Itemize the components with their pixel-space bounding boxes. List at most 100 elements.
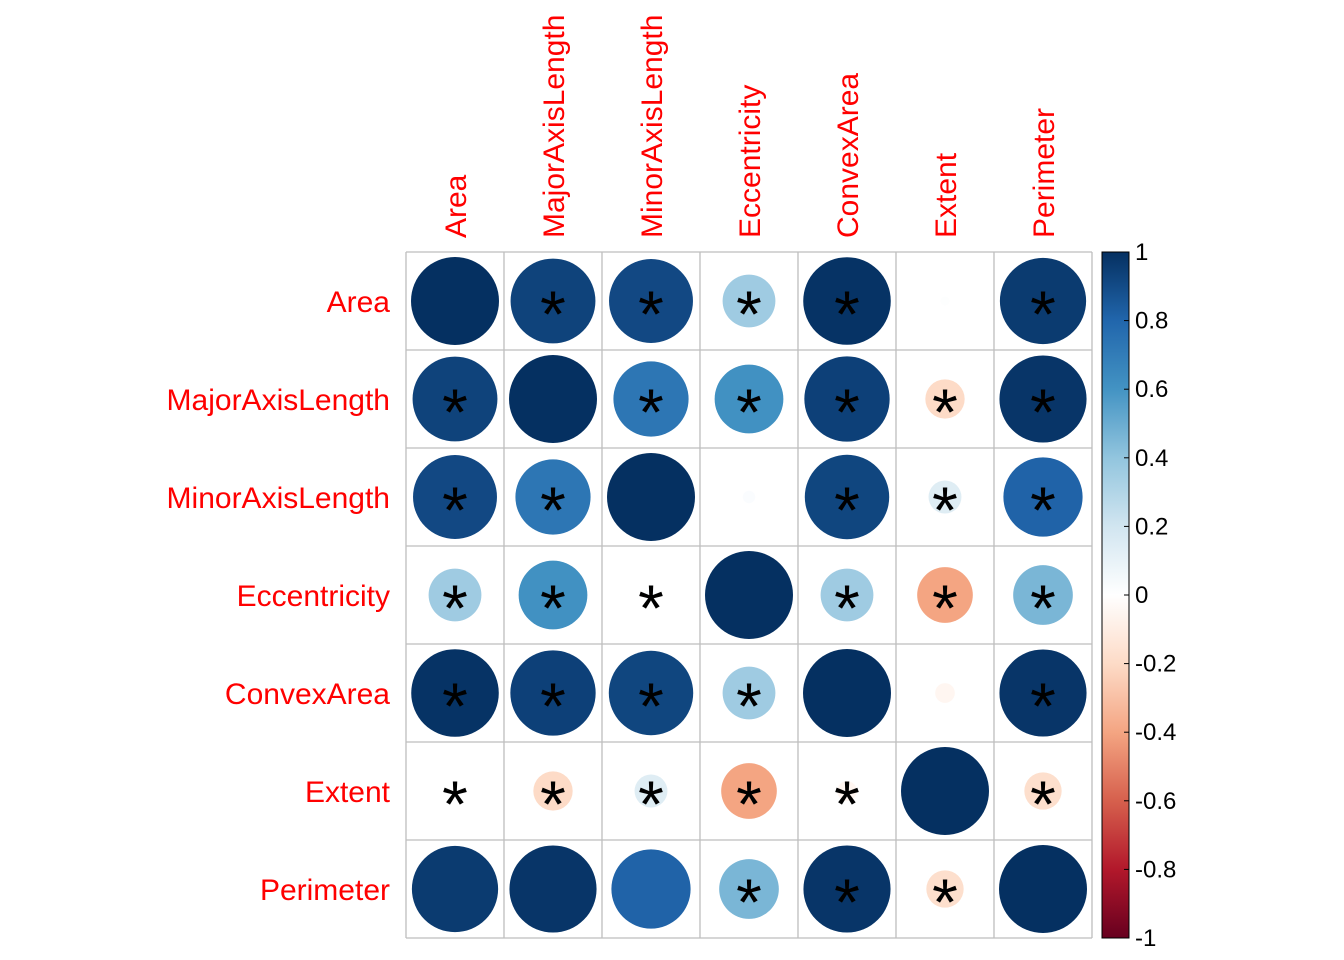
significance-star: * <box>1030 277 1056 351</box>
row-label: Area <box>327 286 391 319</box>
significance-star: * <box>442 669 468 743</box>
significance-star: * <box>442 375 468 449</box>
correlation-circle <box>917 567 973 623</box>
significance-star: * <box>1030 375 1056 449</box>
correlation-circle <box>925 379 965 419</box>
significance-star: * <box>932 571 958 645</box>
significance-star: * <box>442 473 468 547</box>
correlation-circle <box>509 845 597 933</box>
correlation-circle <box>613 361 689 437</box>
significance-star: * <box>540 473 566 547</box>
correlation-circle <box>411 257 499 345</box>
correlation-circle <box>515 459 591 535</box>
correlation-circle <box>412 356 498 442</box>
significance-stars: ************************************ <box>442 277 1056 939</box>
correlation-circle <box>428 568 482 622</box>
correlation-circle <box>999 845 1087 933</box>
column-label: MajorAxisLength <box>538 15 571 238</box>
correlation-circle <box>804 356 890 442</box>
row-label: Eccentricity <box>237 580 390 613</box>
correlation-circle <box>1003 457 1083 537</box>
correlation-circle <box>608 650 694 736</box>
colorbar-tick-label: 0.2 <box>1135 513 1168 540</box>
significance-star: * <box>1030 473 1056 547</box>
correlation-circle <box>742 490 756 504</box>
color-legend: 10.80.60.40.20-0.2-0.4-0.6-0.8-1 <box>1101 239 1176 952</box>
column-label: Area <box>440 174 473 238</box>
row-label: MajorAxisLength <box>167 384 390 417</box>
significance-star: * <box>638 767 664 841</box>
significance-star: * <box>932 375 958 449</box>
significance-star: * <box>540 669 566 743</box>
row-label: Extent <box>305 776 391 809</box>
correlation-circle <box>413 455 497 539</box>
column-label: Extent <box>930 152 963 238</box>
correlation-circle <box>644 588 658 602</box>
row-labels: AreaMajorAxisLengthMinorAxisLengthEccent… <box>167 286 391 907</box>
correlation-circle <box>928 480 962 514</box>
significance-star: * <box>638 669 664 743</box>
significance-star: * <box>736 669 762 743</box>
correlation-circle <box>1013 565 1073 625</box>
colorbar-tick-label: 0 <box>1135 582 1148 609</box>
significance-star: * <box>834 473 860 547</box>
correlation-circle <box>705 551 793 639</box>
significance-star: * <box>638 375 664 449</box>
significance-star: * <box>540 767 566 841</box>
correlation-circle <box>450 786 460 796</box>
colorbar-tick-label: 0.6 <box>1135 376 1168 403</box>
correlation-circle <box>607 453 695 541</box>
correlation-circle <box>926 870 964 908</box>
significance-star: * <box>736 767 762 841</box>
correlation-circle <box>518 560 588 630</box>
correlation-circle <box>803 845 891 933</box>
correlation-circle <box>722 274 776 328</box>
correlation-circle <box>803 649 891 737</box>
significance-star: * <box>736 375 762 449</box>
significance-star: * <box>638 571 664 645</box>
correlation-circle <box>714 364 784 434</box>
significance-star: * <box>1030 669 1056 743</box>
significance-star: * <box>540 571 566 645</box>
correlation-circle <box>609 259 693 343</box>
cell-grid <box>405 251 1093 939</box>
correlation-circle <box>901 747 989 835</box>
correlation-circle <box>803 257 891 345</box>
correlation-circle <box>510 258 596 344</box>
correlation-circle <box>940 296 950 306</box>
significance-star: * <box>834 571 860 645</box>
colorbar-tick-label: -0.6 <box>1135 788 1176 815</box>
correlation-circle <box>804 454 890 540</box>
correlation-circle <box>837 781 857 801</box>
column-label: ConvexArea <box>832 73 865 238</box>
correlation-circle <box>411 649 499 737</box>
correlation-circle <box>999 649 1087 737</box>
colorbar-tick-label: -0.8 <box>1135 856 1176 883</box>
significance-star: * <box>638 277 664 351</box>
significance-star: * <box>834 277 860 351</box>
column-label: Perimeter <box>1028 108 1061 238</box>
colorbar-tick-label: -1 <box>1135 925 1156 952</box>
correlation-circle <box>719 859 779 919</box>
significance-star: * <box>932 473 958 547</box>
correlation-circle <box>935 683 955 703</box>
correlation-circle <box>722 666 776 720</box>
significance-star: * <box>1030 767 1056 841</box>
colorbar-tick-label: 0.8 <box>1135 308 1168 335</box>
significance-star: * <box>442 767 468 841</box>
correlation-circle <box>533 771 573 811</box>
significance-star: * <box>736 277 762 351</box>
significance-star: * <box>736 865 762 939</box>
correlation-circle <box>411 845 499 933</box>
colorbar-tick-label: 1 <box>1135 239 1148 266</box>
correlation-circle <box>721 763 777 819</box>
significance-star: * <box>834 375 860 449</box>
significance-star: * <box>540 277 566 351</box>
significance-star: * <box>1030 571 1056 645</box>
row-label: Perimeter <box>260 874 390 907</box>
correlation-circle <box>999 355 1087 443</box>
row-label: ConvexArea <box>225 678 390 711</box>
colorbar-tick-label: -0.4 <box>1135 719 1176 746</box>
